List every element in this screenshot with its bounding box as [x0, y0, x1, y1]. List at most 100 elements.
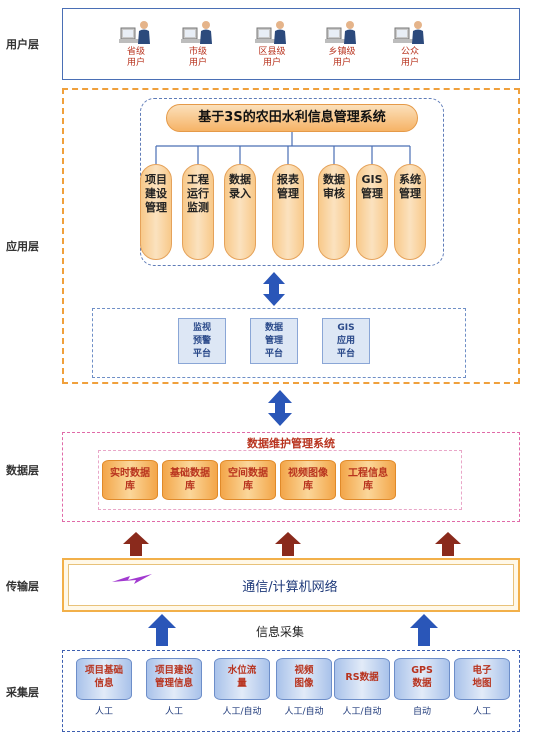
- layer-label-data: 数据层: [6, 464, 39, 477]
- source-line: 电子: [472, 665, 492, 676]
- db-line: 库: [185, 481, 195, 492]
- app-layer-box: [62, 88, 520, 384]
- up-arrow-icon: [410, 614, 438, 646]
- layer-label-collect: 采集层: [6, 686, 39, 699]
- source-gps: GPS 数据: [394, 658, 450, 700]
- source-mode: 人工/自动: [342, 707, 382, 717]
- db-line: 视频图像: [288, 468, 328, 479]
- transport-inner-frame: [68, 564, 514, 606]
- platform-monitoring-warning: 监视预警平台: [178, 318, 226, 364]
- source-line: 量: [237, 678, 247, 689]
- data-layer-box: [62, 432, 520, 522]
- user-label-line2: 用户: [400, 58, 419, 68]
- computer-user-icon: [255, 20, 289, 44]
- user-label-line2: 用户: [188, 58, 207, 68]
- source-mode: 人工: [94, 707, 113, 717]
- computer-user-icon: [181, 20, 215, 44]
- user-label-line2: 用户: [126, 58, 145, 68]
- lightning-icon: [112, 574, 152, 584]
- user-county: 区县级用户: [244, 20, 300, 69]
- source-line: 信息: [94, 678, 114, 689]
- module-report-management: 报表管理: [272, 164, 304, 260]
- db-line: 空间数据: [228, 468, 268, 479]
- data-maintenance-title: 数据维护管理系统: [247, 437, 335, 450]
- layer-label-transport: 传输层: [6, 580, 39, 593]
- source-mode: 人工: [164, 707, 183, 717]
- source-project-basic: 项目基础信息: [76, 658, 132, 700]
- double-arrow-icon: [268, 390, 292, 426]
- db-line: 库: [303, 481, 313, 492]
- user-province: 省级用户: [108, 20, 164, 69]
- db-line: 库: [363, 481, 373, 492]
- user-label-line1: 区县级: [258, 47, 286, 57]
- user-city: 市级用户: [170, 20, 226, 69]
- db-line: 工程信息: [348, 468, 388, 479]
- module-system-management: 系统管理: [394, 164, 426, 260]
- platform-line: 管理: [264, 336, 283, 346]
- source-line: 管理信息: [154, 678, 193, 689]
- module-operation-monitoring: 工程运行监测: [182, 164, 214, 260]
- source-rs: RS数据: [334, 658, 390, 700]
- source-line: 项目建设: [154, 665, 193, 676]
- source-mode: 自动: [412, 707, 431, 717]
- database-realtime: 实时数据库: [102, 460, 158, 500]
- computer-user-icon: [325, 20, 359, 44]
- module-data-review: 数据审核: [318, 164, 350, 260]
- module-gis-management: GIS管理: [356, 164, 388, 260]
- user-label-line1: 市级: [188, 47, 207, 57]
- source-line: RS数据: [345, 672, 379, 683]
- user-public: 公众用户: [382, 20, 438, 69]
- up-arrow-icon: [435, 532, 461, 556]
- source-line: 数据: [412, 678, 432, 689]
- source-line: 水位流: [227, 665, 257, 676]
- platform-line: 平台: [192, 349, 211, 359]
- source-electronic-map: 电子地图: [454, 658, 510, 700]
- network-label: 通信/计算机网络: [242, 580, 338, 595]
- db-line: 库: [125, 481, 135, 492]
- system-title: 基于3S的农田水利信息管理系统: [166, 104, 418, 132]
- source-mode: 人工: [472, 707, 491, 717]
- up-arrow-icon: [275, 532, 301, 556]
- computer-user-icon: [393, 20, 427, 44]
- db-line: 实时数据: [110, 468, 150, 479]
- source-mode: 人工/自动: [284, 707, 324, 717]
- layer-label-app: 应用层: [6, 240, 39, 253]
- platform-line: 平台: [336, 349, 355, 359]
- platform-line: 预警: [192, 336, 211, 346]
- platform-line: 监视: [192, 323, 211, 333]
- platform-line: GIS: [337, 323, 355, 333]
- double-arrow-icon: [263, 272, 285, 306]
- user-label-line2: 用户: [262, 58, 281, 68]
- db-line: 库: [243, 481, 253, 492]
- user-township: 乡镇级用户: [314, 20, 370, 69]
- user-layer-box: [62, 8, 520, 80]
- layer-label-user: 用户层: [6, 38, 39, 51]
- source-line: GPS: [411, 665, 433, 676]
- source-water-level: 水位流量: [214, 658, 270, 700]
- platform-data-management: 数据管理平台: [250, 318, 298, 364]
- platform-line: 平台: [264, 349, 283, 359]
- user-label-line1: 省级: [126, 47, 145, 57]
- source-mode: 人工/自动: [222, 707, 262, 717]
- source-line: 项目基础: [84, 665, 123, 676]
- module-project-construction: 项目建设管理: [140, 164, 172, 260]
- up-arrow-icon: [123, 532, 149, 556]
- collection-title: 信息采集: [255, 625, 304, 639]
- up-arrow-icon: [148, 614, 176, 646]
- computer-user-icon: [119, 20, 153, 44]
- collection-layer-box: [62, 650, 520, 732]
- user-label-line2: 用户: [332, 58, 351, 68]
- database-video: 视频图像库: [280, 460, 336, 500]
- source-line: 地图: [472, 678, 492, 689]
- platform-frame: [92, 308, 466, 378]
- platform-line: 数据: [264, 323, 283, 333]
- database-basic: 基础数据库: [162, 460, 218, 500]
- database-spatial: 空间数据库: [220, 460, 276, 500]
- database-engineering: 工程信息库: [340, 460, 396, 500]
- user-label-line1: 公众: [400, 47, 419, 57]
- source-line: 视频: [294, 665, 314, 676]
- database-frame: [98, 450, 462, 510]
